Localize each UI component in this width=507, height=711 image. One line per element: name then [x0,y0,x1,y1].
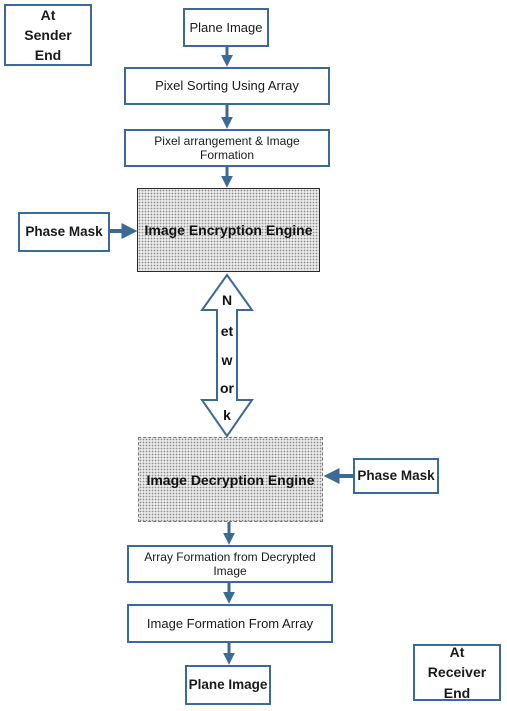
image-formation-box: Image Formation From Array [127,604,333,643]
sender-phase-mask-text: Phase Mask [25,223,103,239]
array-formation-text: Array Formation from Decrypted Image [144,549,316,578]
network-letter-1: N [221,292,233,308]
array-formation-box: Array Formation from Decrypted Image [127,545,333,583]
decryption-engine-text: Image Decryption Engine [146,471,315,488]
receiver-plane-image-box: Plane Image [185,665,271,705]
sender-plane-image-box: Plane Image [183,8,269,47]
network-letter-5: k [223,407,231,423]
pixel-sorting-text: Pixel Sorting Using Array [155,78,299,94]
pixel-arrangement-text: Pixel arrangement & Image Formation [154,133,300,162]
receiver-phase-mask-box: Phase Mask [353,458,439,494]
network-letter-3: w [221,352,233,368]
sender-plane-image-text: Plane Image [189,19,263,35]
image-decryption-engine: Image Decryption Engine [138,437,323,522]
sender-end-text: At Sender End [24,6,72,64]
network-letter-2: et [220,323,234,339]
image-formation-text: Image Formation From Array [146,615,314,631]
receiver-plane-image-text: Plane Image [188,676,268,692]
sender-phase-mask-box: Phase Mask [18,212,110,252]
sender-end-label: At Sender End [4,4,92,66]
receiver-phase-mask-text: Phase Mask [357,467,435,483]
encryption-engine-text: Image Encryption Engine [144,222,313,238]
pixel-arrangement-box: Pixel arrangement & Image Formation [124,129,330,167]
network-letter-4: or [220,380,234,396]
receiver-end-text: At Receiver End [427,644,487,701]
image-encryption-engine: Image Encryption Engine [137,188,320,272]
receiver-end-label: At Receiver End [413,644,501,701]
pixel-sorting-box: Pixel Sorting Using Array [124,67,330,105]
